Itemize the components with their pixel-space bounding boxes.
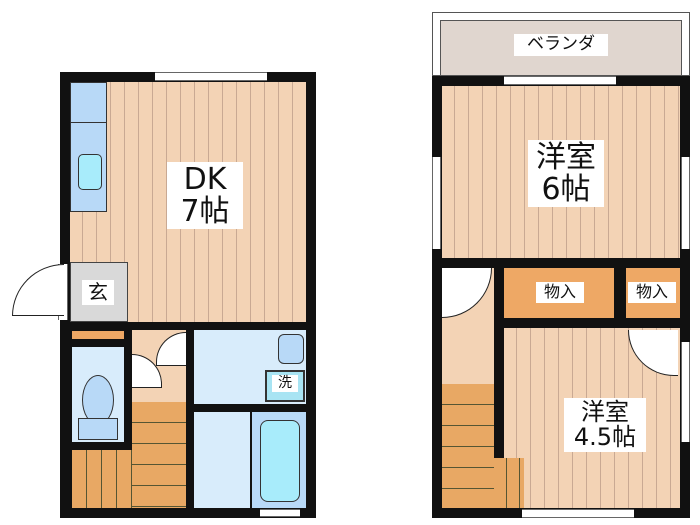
floor2-plan: ベランダ 洋室 6帖 物入 物入 洋室 4.5帖 [432, 12, 690, 518]
stairs [442, 384, 494, 508]
dk-name: DK [183, 162, 227, 197]
stairs [132, 402, 186, 508]
bath-anteroom [194, 412, 250, 508]
genkan-label: 玄 [82, 280, 114, 305]
storage2-label: 物入 [628, 282, 676, 303]
genkan-area [70, 262, 128, 322]
western6-label: 洋室 6帖 [528, 140, 604, 207]
western6-name: 洋室 [536, 140, 596, 175]
window [681, 342, 690, 442]
western45-name: 洋室 [581, 398, 629, 426]
dk-label: DK 7帖 [167, 162, 243, 229]
western45-size: 4.5帖 [573, 423, 637, 452]
stairs-corner [494, 458, 524, 508]
window [260, 509, 300, 517]
entrance-door[interactable] [12, 264, 64, 316]
wash-basin-icon [278, 334, 304, 364]
floor1-plan: DK 7帖 玄 洗 [12, 72, 316, 518]
western45-label: 洋室 4.5帖 [564, 398, 646, 453]
window [522, 509, 634, 518]
counter-divider [70, 122, 107, 123]
washer-label: 洗 [272, 375, 298, 392]
bathtub-icon [260, 420, 300, 502]
western6-size: 6帖 [541, 171, 591, 207]
storage1-label: 物入 [536, 282, 584, 303]
stairs-lower [72, 450, 132, 508]
veranda-floor [440, 20, 682, 76]
kitchen-counter [70, 82, 107, 212]
window [504, 76, 616, 85]
toilet-tank [78, 418, 118, 440]
window [155, 72, 267, 81]
dk-size: 7帖 [180, 193, 230, 229]
window [432, 157, 441, 249]
sink-icon [78, 154, 102, 190]
shelf [72, 331, 124, 339]
veranda-label: ベランダ [514, 34, 608, 56]
window [681, 157, 690, 249]
